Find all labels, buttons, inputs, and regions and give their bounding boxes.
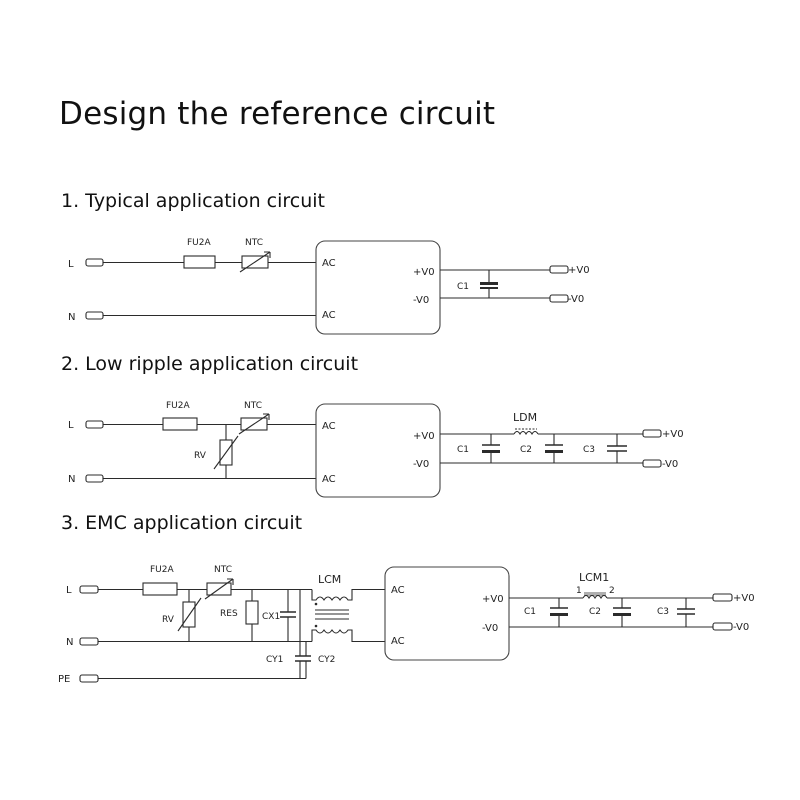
label-RV: RV (194, 451, 207, 461)
circuit-low-ripple: L N FU2A NTC RV AC AC +V0 -V0 LDM C1 (68, 401, 684, 498)
terminal-label-pv0: +V0 (568, 265, 590, 276)
choke-LCM (311, 588, 385, 643)
thermistor-NTC (241, 255, 269, 269)
label-RES: RES (220, 609, 238, 619)
label-CX1: CX1 (262, 612, 280, 622)
terminal-label-pv0: +V0 (662, 429, 684, 440)
label-NTC: NTC (245, 238, 263, 248)
capacitor-C1 (550, 613, 568, 616)
label-pin2: 2 (609, 586, 615, 596)
label-RV: RV (162, 615, 175, 625)
label-C2: C2 (520, 445, 532, 455)
terminal-label-N: N (68, 312, 75, 323)
label-C1: C1 (457, 282, 469, 292)
terminal-label-L: L (68, 420, 74, 431)
module-pin-nv0: -V0 (413, 459, 429, 470)
terminal-L (79, 585, 99, 594)
capacitor-C2 (613, 613, 631, 616)
circuit-typical: L N FU2A NTC AC AC +V0 -V0 C1 +V0 -V0 (68, 238, 590, 335)
label-C1: C1 (457, 445, 469, 455)
terminal-label-nv0: -V0 (733, 622, 749, 633)
module-pin-ac-l: AC (391, 585, 405, 596)
terminal-label-L: L (68, 259, 74, 270)
label-FU2A: FU2A (187, 238, 211, 248)
capacitor-C3 (607, 445, 627, 452)
terminal-label-pv0: +V0 (733, 593, 755, 604)
fuse-FU2A (162, 417, 198, 431)
label-CY2: CY2 (318, 655, 335, 665)
label-FU2A: FU2A (150, 565, 174, 575)
label-C2: C2 (589, 607, 601, 617)
label-NTC: NTC (214, 565, 232, 575)
terminal-label-N: N (66, 637, 73, 648)
terminal-L (85, 420, 104, 429)
terminal-N (79, 637, 99, 646)
label-LCM1: LCM1 (579, 571, 609, 584)
module-pin-pv0: +V0 (413, 267, 435, 278)
terminal-pv0 (549, 265, 569, 274)
varistor-RV (182, 601, 196, 628)
capacitor-CX1 (280, 611, 296, 618)
module-pin-nv0: -V0 (482, 623, 498, 634)
terminal-pv0 (642, 429, 662, 438)
label-FU2A: FU2A (166, 401, 190, 411)
terminal-label-N: N (68, 474, 75, 485)
label-C3: C3 (583, 445, 595, 455)
module-pin-pv0: +V0 (482, 594, 504, 605)
terminal-label-PE: PE (58, 674, 70, 685)
module-pin-ac-l: AC (322, 258, 336, 269)
section-title-emc: 3. EMC application circuit (61, 512, 303, 534)
terminal-label-nv0: -V0 (568, 294, 584, 305)
terminal-L (85, 258, 104, 267)
label-LCM: LCM (318, 573, 341, 586)
page-title: Design the reference circuit (59, 96, 496, 132)
terminal-label-nv0: -V0 (662, 459, 678, 470)
resistor-RES (245, 600, 259, 625)
terminal-N (85, 474, 104, 483)
terminal-PE (79, 674, 99, 683)
terminal-nv0 (642, 459, 662, 468)
power-module-1 (315, 240, 441, 335)
capacitor-C3 (677, 608, 695, 615)
module-pin-ac-l: AC (322, 421, 336, 432)
label-CY1: CY1 (266, 655, 283, 665)
terminal-N (85, 311, 104, 320)
terminal-nv0 (712, 622, 733, 631)
power-module-2 (315, 403, 441, 498)
label-C3: C3 (657, 607, 669, 617)
module-pin-nv0: -V0 (413, 295, 429, 306)
module-pin-pv0: +V0 (413, 431, 435, 442)
section-title-low-ripple: 2. Low ripple application circuit (61, 353, 359, 375)
terminal-nv0 (549, 294, 569, 303)
fuse-FU2A (142, 582, 178, 596)
capacitor-C1 (480, 282, 498, 285)
label-C1: C1 (524, 607, 536, 617)
varistor-RV (219, 439, 233, 466)
inductor-LDM (513, 430, 539, 436)
module-pin-ac-n: AC (322, 474, 336, 485)
circuit-emc: L N PE FU2A NTC RV RES CX1 CY1 (58, 565, 755, 685)
thermistor-NTC (206, 582, 232, 596)
thermistor-NTC (240, 417, 268, 431)
label-NTC: NTC (244, 401, 262, 411)
label-pin1: 1 (576, 586, 582, 596)
terminal-pv0 (712, 593, 733, 602)
module-pin-ac-n: AC (322, 310, 336, 321)
capacitor-C1 (482, 450, 500, 453)
fuse-FU2A (183, 255, 216, 269)
capacitor-C2 (545, 450, 563, 453)
choke-LCM1 (582, 594, 608, 600)
terminal-label-L: L (66, 585, 72, 596)
module-pin-ac-n: AC (391, 636, 405, 647)
capacitor-CY1-CY2 (295, 655, 311, 662)
power-module-3 (384, 566, 510, 661)
label-LDM: LDM (513, 411, 537, 424)
section-title-typical: 1. Typical application circuit (61, 190, 325, 212)
